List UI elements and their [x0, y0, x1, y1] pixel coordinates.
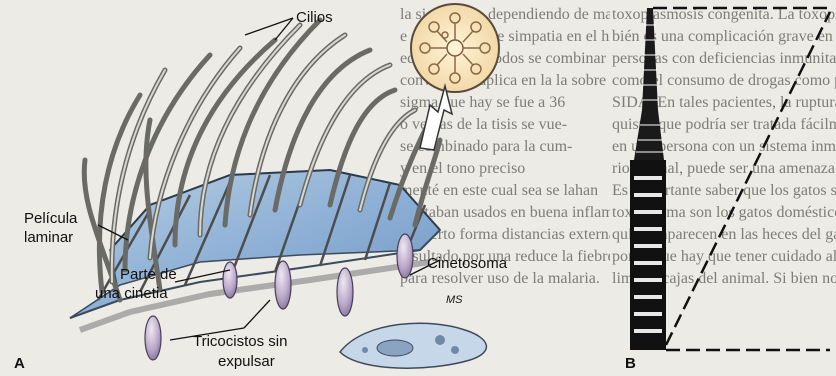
label-pelicula-line1: Película [24, 210, 77, 227]
panel-label-b: B [625, 355, 636, 372]
panel-label-a: A [14, 355, 25, 372]
artist-signature: MS [446, 292, 463, 309]
paramecium-organism [340, 323, 486, 368]
label-cinetia-line2: una cinetia [95, 285, 168, 302]
label-tricocistos-line2: expulsar [218, 353, 275, 370]
label-pelicula-line2: laminar [24, 229, 73, 246]
label-cilios: Cilios [296, 9, 333, 26]
label-cinetia-line1: Parte de [120, 266, 177, 283]
cross-section-arrow [420, 86, 452, 150]
label-tricocistos-line1: Tricocistos sin [193, 333, 287, 350]
cilium-cross-section [411, 4, 499, 92]
label-cinetosoma: Cinetosoma [427, 255, 507, 272]
cilium-long-section [630, 8, 830, 350]
